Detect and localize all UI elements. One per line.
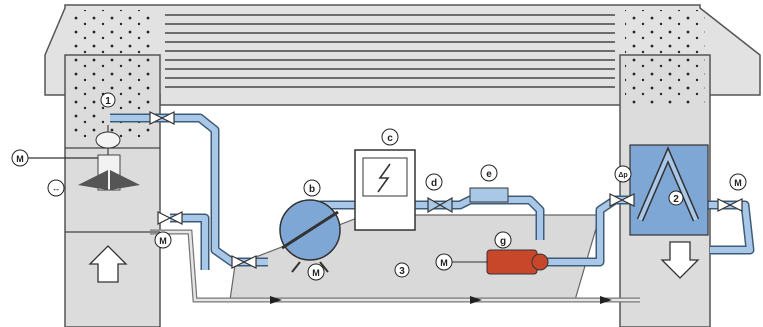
- arrow-down-icon: [660, 241, 700, 279]
- svg-text:b: b: [309, 184, 315, 195]
- heat-exchanger-coil: [165, 14, 615, 88]
- svg-text:e: e: [486, 169, 492, 180]
- damper-icon: ↔: [47, 179, 65, 197]
- flow-arrow-icon: [470, 296, 482, 304]
- label-outlet: 2: [668, 190, 684, 206]
- svg-text:g: g: [500, 236, 506, 247]
- motor-icon: M: [435, 253, 488, 271]
- svg-text:↔: ↔: [52, 183, 61, 193]
- motor-icon: M: [729, 173, 747, 191]
- flow-arrow-icon: [600, 296, 612, 304]
- label-b: b: [303, 179, 321, 197]
- motor-icon: M: [154, 231, 172, 249]
- expansion-tank: [279, 199, 341, 273]
- filter-unit: [469, 187, 509, 203]
- label-delta-p: Δp: [614, 165, 632, 183]
- svg-text:2: 2: [673, 194, 679, 205]
- svg-text:3: 3: [399, 266, 405, 277]
- label-c: c: [381, 128, 399, 146]
- svg-text:M: M: [312, 268, 320, 278]
- svg-text:M: M: [159, 236, 167, 246]
- supply-fan-assembly: [65, 125, 160, 233]
- svg-text:M: M: [440, 258, 448, 268]
- motor-icon: M: [11, 149, 98, 167]
- svg-text:c: c: [387, 133, 393, 144]
- svg-text:Δp: Δp: [618, 172, 627, 179]
- control-cabinet: [354, 149, 416, 231]
- check-valve-icon: [427, 196, 453, 214]
- svg-text:M: M: [16, 154, 24, 164]
- svg-text:M: M: [734, 178, 742, 188]
- svg-text:1: 1: [105, 96, 111, 107]
- label-d: d: [425, 173, 443, 191]
- label-e: e: [480, 164, 498, 182]
- flow-arrow-icon: [270, 296, 282, 304]
- motor-icon: M: [307, 263, 325, 281]
- label-inlet: 1: [100, 92, 116, 108]
- svg-text:d: d: [431, 178, 437, 189]
- label-g: g: [494, 231, 512, 249]
- lightning-icon: [377, 163, 391, 193]
- label-3: 3: [394, 262, 410, 278]
- valve-icon: [149, 111, 743, 269]
- return-heat-exchanger: [629, 144, 709, 236]
- arrow-up-icon: [88, 245, 128, 283]
- circulation-pump: [486, 249, 549, 275]
